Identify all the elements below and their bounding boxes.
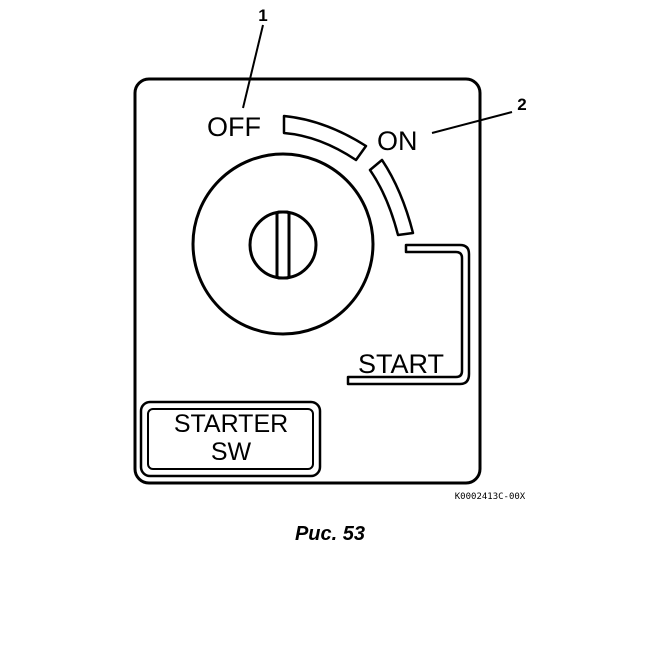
label-plate-line1: STARTER bbox=[174, 410, 288, 438]
off-arc-segment bbox=[282, 114, 368, 162]
switch-panel bbox=[133, 77, 482, 485]
key-slot-ring bbox=[248, 210, 318, 280]
start-bracket bbox=[346, 243, 471, 386]
on-label: ON bbox=[377, 126, 418, 156]
label-plate-inner bbox=[147, 408, 314, 470]
key-slot bbox=[275, 210, 291, 280]
start-label: START bbox=[358, 349, 444, 379]
callout-1-leader bbox=[242, 24, 264, 109]
off-label: OFF bbox=[207, 112, 261, 142]
figure-code: K0002413C-00X bbox=[455, 492, 526, 502]
callout-2-leader bbox=[431, 111, 513, 134]
label-plate-outer bbox=[139, 400, 322, 478]
callout-2-number: 2 bbox=[517, 95, 526, 114]
callout-1-number: 1 bbox=[258, 6, 267, 25]
key-cylinder bbox=[191, 152, 375, 336]
figure-caption: Рис. 53 bbox=[294, 523, 366, 545]
label-plate-line2: SW bbox=[211, 438, 252, 466]
on-arc-segment bbox=[368, 158, 415, 237]
